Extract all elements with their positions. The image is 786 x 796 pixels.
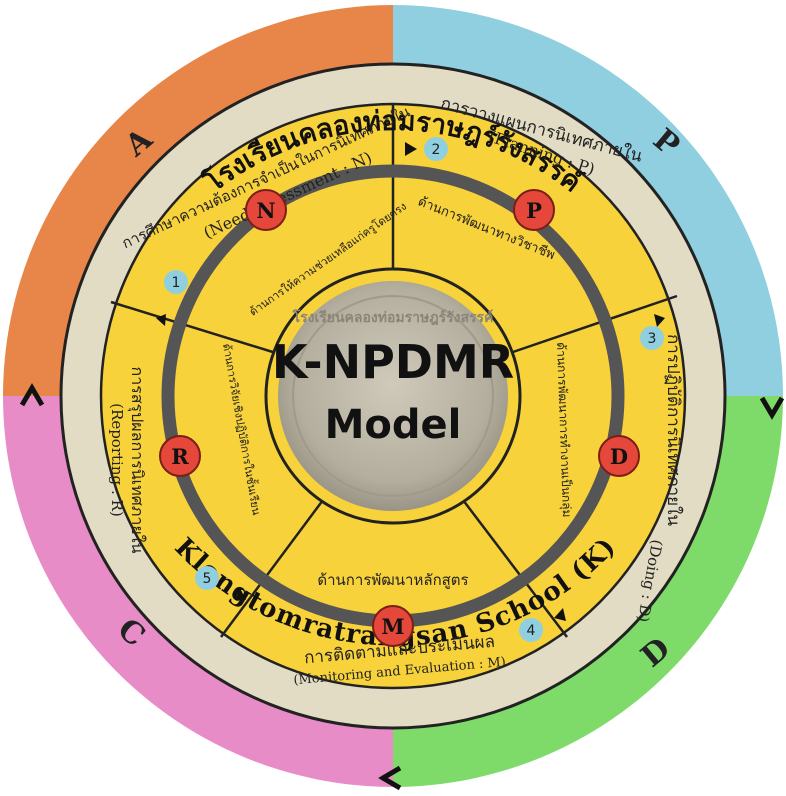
step-badge-m: M xyxy=(372,605,414,647)
step-english-r: (Reporting : R) xyxy=(108,403,126,517)
step-number-4: 4 xyxy=(519,618,543,642)
chevron-up-icon xyxy=(19,383,45,407)
ring-arrows xyxy=(156,142,665,621)
step-thai-r: การสรุปผลการนิเทศภายใน xyxy=(127,367,147,554)
step-number-label-1: 1 xyxy=(172,275,181,291)
step-number-2: 2 xyxy=(424,137,448,161)
step-badge-label-m: M xyxy=(381,614,404,639)
seal xyxy=(278,281,508,511)
step-badge-p: P xyxy=(513,189,555,231)
flow-chevrons xyxy=(19,383,785,791)
step-inner-m: ด้านการพัฒนาหลักสูตร xyxy=(317,571,468,589)
step-number-5: 5 xyxy=(195,566,219,590)
step-number-label-2: 2 xyxy=(432,142,441,158)
arrow-icon-3 xyxy=(554,608,566,621)
center-subtitle: Model xyxy=(325,402,462,448)
step-badge-d: D xyxy=(598,435,640,477)
arrow-icon-2 xyxy=(654,314,665,327)
step-badge-n: N xyxy=(245,189,287,231)
chevron-left-icon xyxy=(378,765,402,791)
sector-dividers xyxy=(110,104,678,638)
step-number-1: 1 xyxy=(164,270,188,294)
seal-inner-ring xyxy=(292,295,494,497)
step-number-label-3: 3 xyxy=(648,331,657,347)
center-title: K-NPDMR xyxy=(272,335,514,389)
arrow-icon-5 xyxy=(156,314,166,326)
step-number-label-5: 5 xyxy=(203,571,212,587)
chevron-down-icon xyxy=(759,396,785,420)
step-badge-label-n: N xyxy=(256,198,275,223)
arrow-icon-4 xyxy=(235,588,246,600)
arrow-icon-1 xyxy=(405,142,417,156)
step-badge-label-r: R xyxy=(171,444,189,469)
step-badge-label-d: D xyxy=(610,444,628,469)
step-thai-d: การปฏิบัติการนิเทศภายใน xyxy=(663,334,684,526)
seal-text: โรงเรียนคลองท่อมราษฎร์รังสรรค์ xyxy=(292,308,494,326)
step-number-3: 3 xyxy=(640,326,664,350)
step-badge-label-p: P xyxy=(526,198,542,223)
step-number-label-4: 4 xyxy=(527,623,536,639)
step-badge-r: R xyxy=(159,435,201,477)
